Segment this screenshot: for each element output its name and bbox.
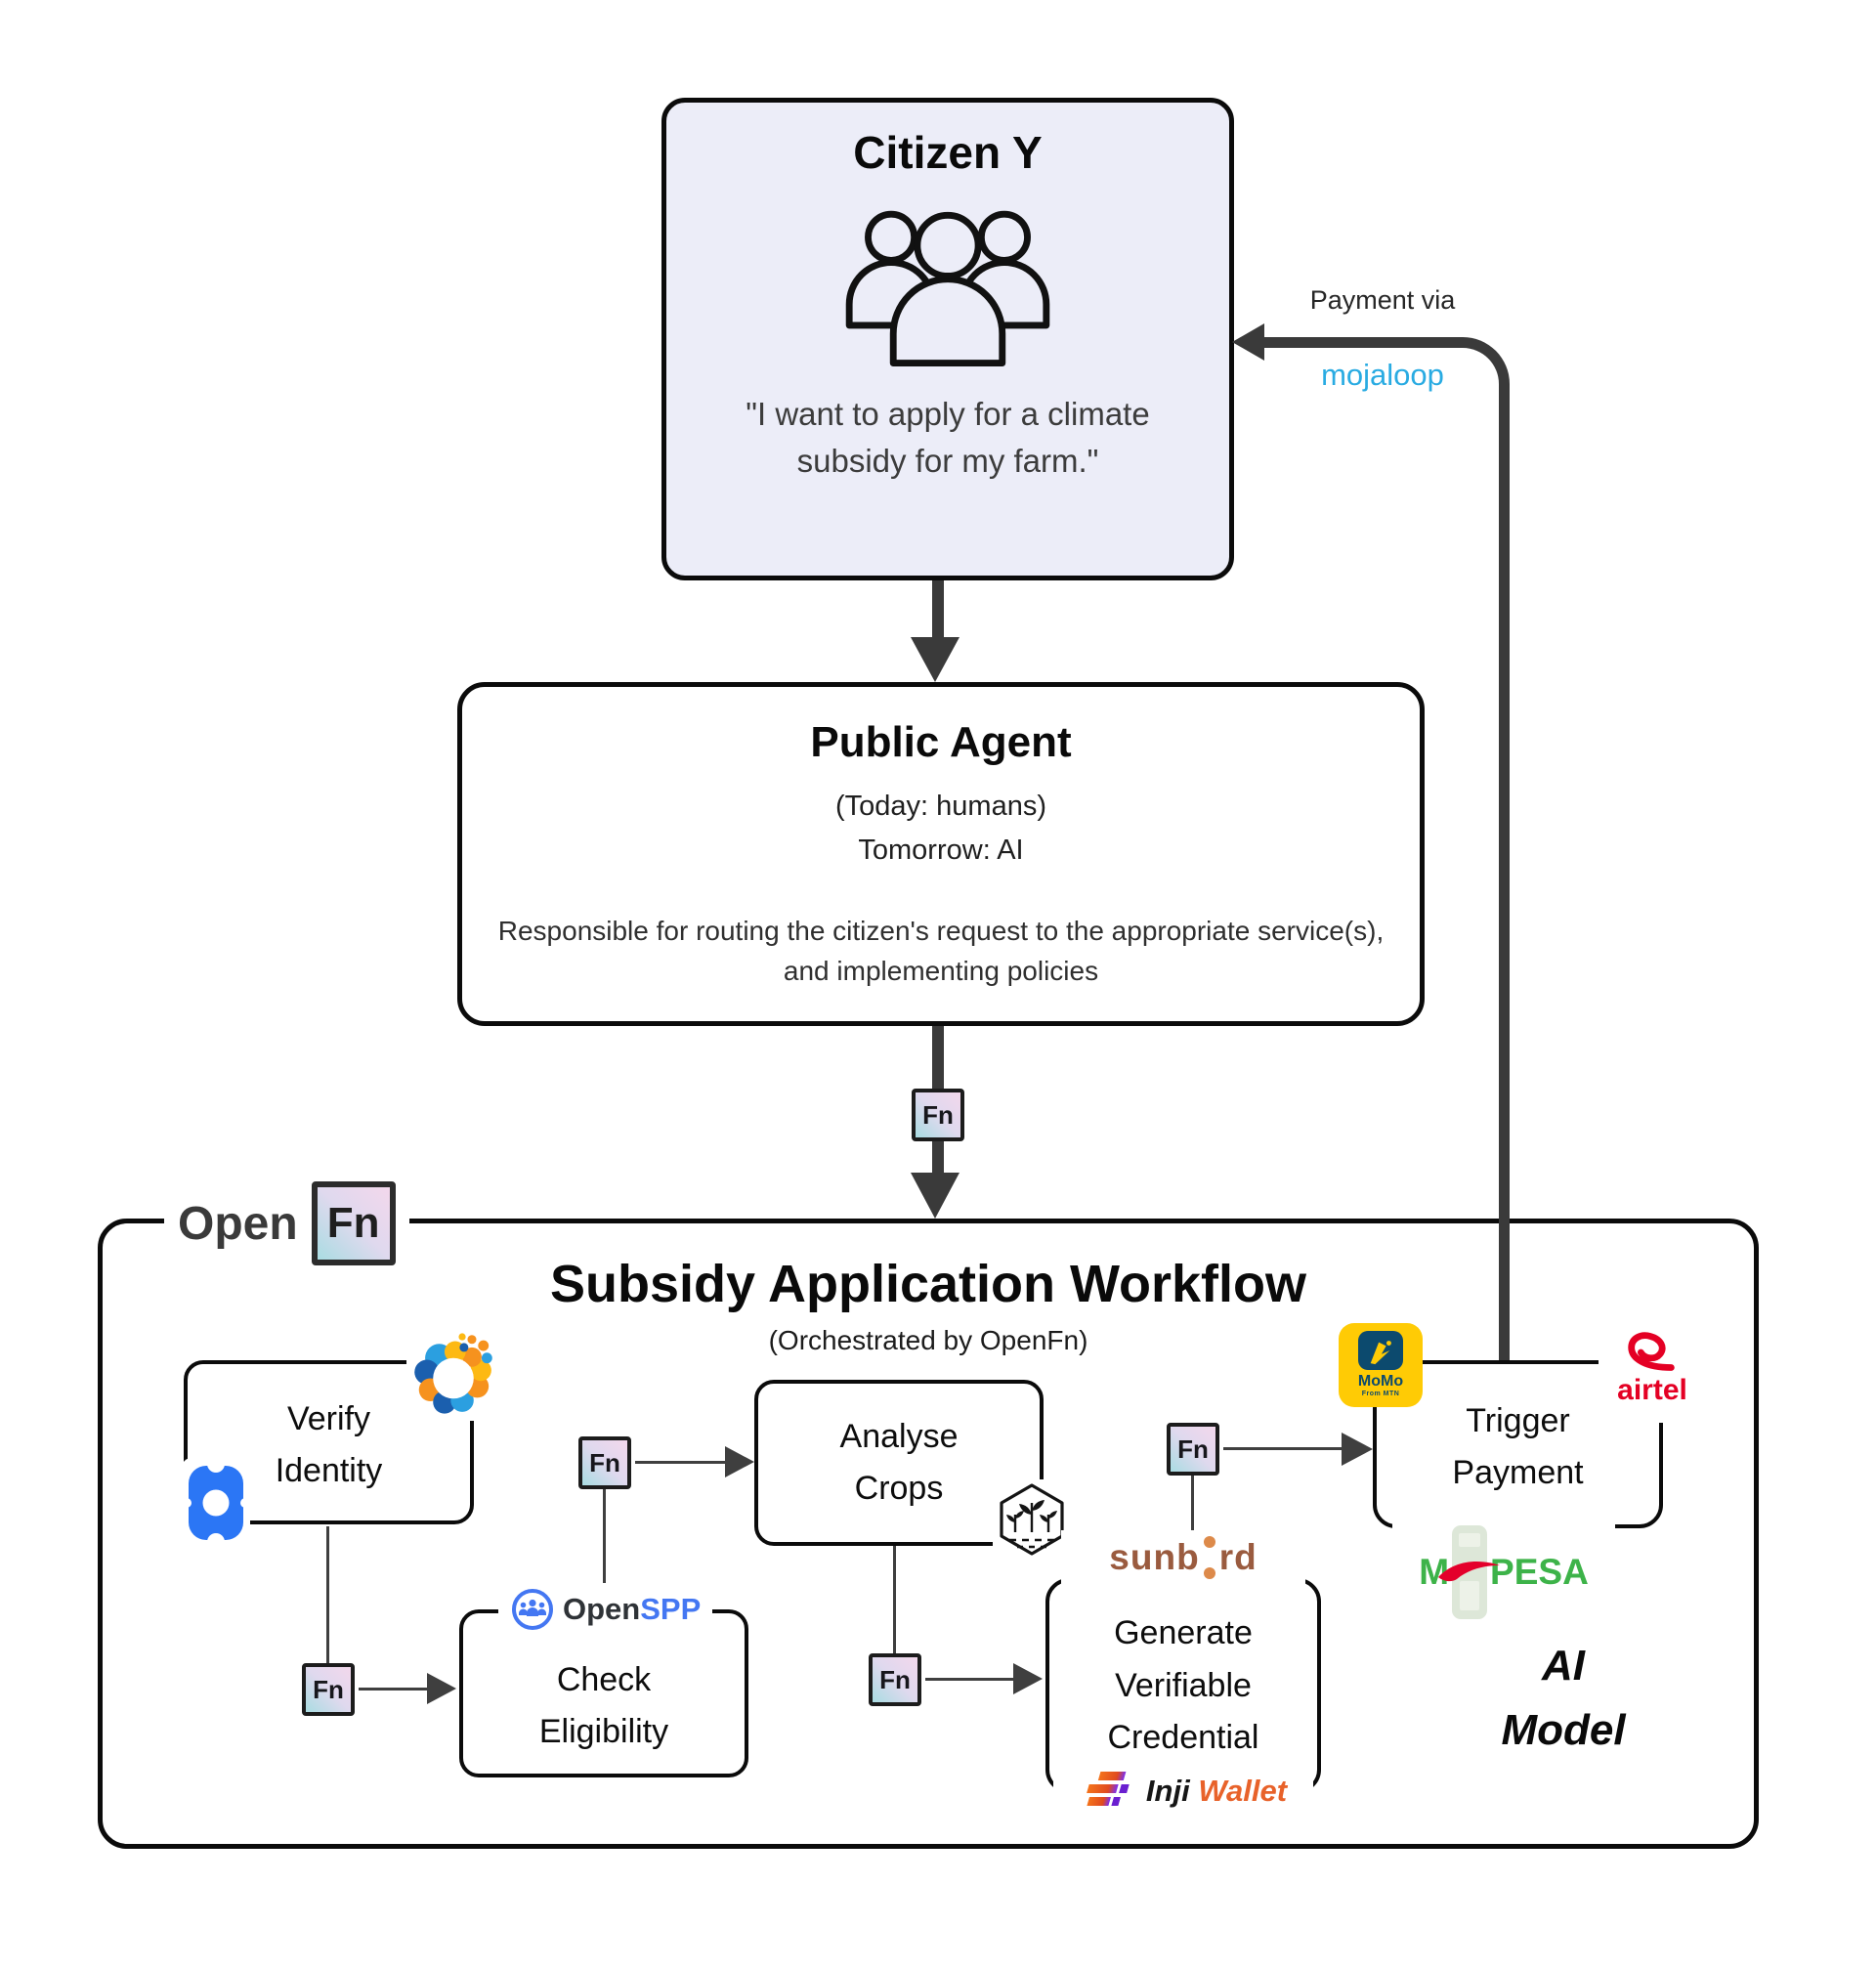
payment-feedback-line-horizontal [1263, 337, 1451, 348]
airtel-swoosh-icon [1628, 1332, 1675, 1371]
connector-fn-to-analyse [635, 1461, 725, 1464]
inji-wallet-logo: Inji Wallet [1053, 1763, 1313, 1819]
mpesa-swoosh-icon [1438, 1562, 1501, 1582]
mpesa-logo-pesa: PESA [1490, 1552, 1589, 1592]
generate-credential-label-3: Credential [1107, 1719, 1259, 1757]
analyse-crops-label-1: Analyse [839, 1418, 959, 1455]
openfn-fn-square-label: Fn [326, 1199, 380, 1247]
public-agent-title: Public Agent [810, 718, 1072, 766]
fn-badge-check-label: Fn [313, 1674, 344, 1704]
openspp-icon [512, 1589, 553, 1630]
sunbird-logo-right: rd [1218, 1537, 1258, 1577]
mosip-logo-icon [414, 1333, 492, 1414]
ai-model-line-2: Model [1501, 1706, 1626, 1754]
openspp-logo: OpenSPP [498, 1583, 713, 1636]
workflow-subtitle: (Orchestrated by OpenFn) [768, 1325, 1088, 1355]
arrow-citizen-to-agent [932, 580, 944, 641]
trigger-payment-label-2: Payment [1452, 1453, 1584, 1491]
public-agent-today: (Today: humans) [835, 791, 1046, 822]
check-eligibility-box: Check Eligibility [459, 1609, 748, 1777]
public-agent-description: Responsible for routing the citizen's re… [497, 916, 1385, 986]
connector-check-to-fn [603, 1489, 606, 1585]
public-agent-box: Public Agent (Today: humans) Tomorrow: A… [457, 682, 1425, 1026]
connector-fn-to-payment [1223, 1447, 1342, 1450]
connector-fn-to-payment-head [1342, 1433, 1373, 1466]
mpesa-phone-icon [1438, 1525, 1501, 1619]
sunbird-logo: sunb rd [1061, 1530, 1305, 1585]
sunbird-dots-icon [1203, 1536, 1215, 1579]
fn-badge-trigger-payment: Fn [1167, 1423, 1219, 1476]
airtel-logo-name: airtel [1617, 1374, 1687, 1406]
connector-fn-to-check-head [427, 1673, 456, 1704]
analyse-crops-label-2: Crops [854, 1469, 944, 1507]
inji-logo-wallet: Wallet [1198, 1774, 1288, 1808]
ai-model-line-1: AI [1542, 1642, 1585, 1690]
identity-provider-icon [187, 1462, 245, 1544]
payment-feedback-line-vertical [1499, 391, 1510, 1362]
fn-badge-analyse-label: Fn [589, 1447, 620, 1477]
verify-identity-label-1: Verify [286, 1400, 371, 1437]
mpesa-logo-m: M [1419, 1552, 1450, 1592]
arrow-agent-to-workflow-head [911, 1173, 959, 1219]
generate-credential-label-1: Generate [1114, 1614, 1253, 1651]
check-eligibility-label-2: Eligibility [538, 1712, 669, 1750]
trigger-payment-label-1: Trigger [1466, 1402, 1570, 1439]
check-eligibility-label-1: Check [556, 1661, 652, 1698]
connector-analyse-to-fn [893, 1546, 896, 1653]
citizen-title: Citizen Y [853, 127, 1043, 178]
airtel-logo: airtel [1599, 1313, 1706, 1423]
payment-via-label: Payment via [1309, 285, 1456, 315]
workflow-title: Subsidy Application Workflow [549, 1255, 1307, 1313]
public-agent-tomorrow: Tomorrow: AI [858, 835, 1024, 866]
connector-fn-to-check [359, 1688, 427, 1691]
momo-bird-icon [1370, 1341, 1391, 1365]
mosip-logo [406, 1327, 500, 1421]
momo-logo-name: MoMo [1357, 1373, 1404, 1390]
openfn-logo: Open Fn [164, 1176, 409, 1271]
openfn-fn-square: Fn [311, 1181, 396, 1265]
generate-credential-label-2: Verifiable [1115, 1666, 1252, 1704]
connector-fn-to-generate [925, 1678, 1013, 1681]
momo-logo-sub: From MTN [1361, 1391, 1400, 1397]
payment-feedback-line-corner [1448, 337, 1510, 396]
people-icon [845, 210, 1050, 366]
openfn-logo-text: Open [178, 1197, 298, 1250]
verify-identity-label-2: Identity [275, 1451, 383, 1489]
crops-logo [993, 1479, 1071, 1560]
openspp-logo-spp: SPP [640, 1592, 702, 1626]
citizen-box: Citizen Y "I want to apply for a climate… [661, 98, 1234, 580]
fn-badge-generate-credential: Fn [869, 1653, 921, 1706]
citizen-quote: "I want to apply for a climate subsidy f… [746, 396, 1150, 479]
fn-badge-check-eligibility: Fn [302, 1663, 355, 1716]
connector-fn-to-analyse-head [725, 1446, 754, 1477]
crops-icon [1000, 1483, 1064, 1556]
connector-fn-to-sunbird [1191, 1476, 1194, 1532]
payment-feedback-arrowhead [1232, 323, 1264, 361]
fn-badge-agent: Fn [912, 1089, 964, 1141]
momo-logo: MoMo From MTN [1339, 1323, 1423, 1407]
ai-model-label: AI Model [1456, 1634, 1671, 1763]
mojaloop-logo: mojaloop [1321, 358, 1444, 392]
fn-badge-payment-label: Fn [1177, 1434, 1209, 1464]
fn-badge-generate-label: Fn [879, 1664, 911, 1694]
fn-badge-agent-label: Fn [922, 1099, 954, 1130]
connector-verify-to-fn [326, 1526, 329, 1663]
mpesa-logo: M PESA [1392, 1513, 1615, 1632]
arrow-citizen-to-agent-head [911, 637, 959, 682]
inji-logo-name: Inji [1145, 1774, 1190, 1808]
inji-bars-icon [1087, 1772, 1130, 1806]
openspp-logo-open: Open [563, 1592, 641, 1626]
connector-fn-to-generate-head [1013, 1663, 1043, 1694]
identity-provider-logo [182, 1458, 250, 1548]
fn-badge-analyse-crops: Fn [578, 1436, 631, 1489]
sunbird-logo-left: sunb [1109, 1537, 1200, 1577]
generate-credential-box: Generate Verifiable Credential [1045, 1578, 1321, 1793]
